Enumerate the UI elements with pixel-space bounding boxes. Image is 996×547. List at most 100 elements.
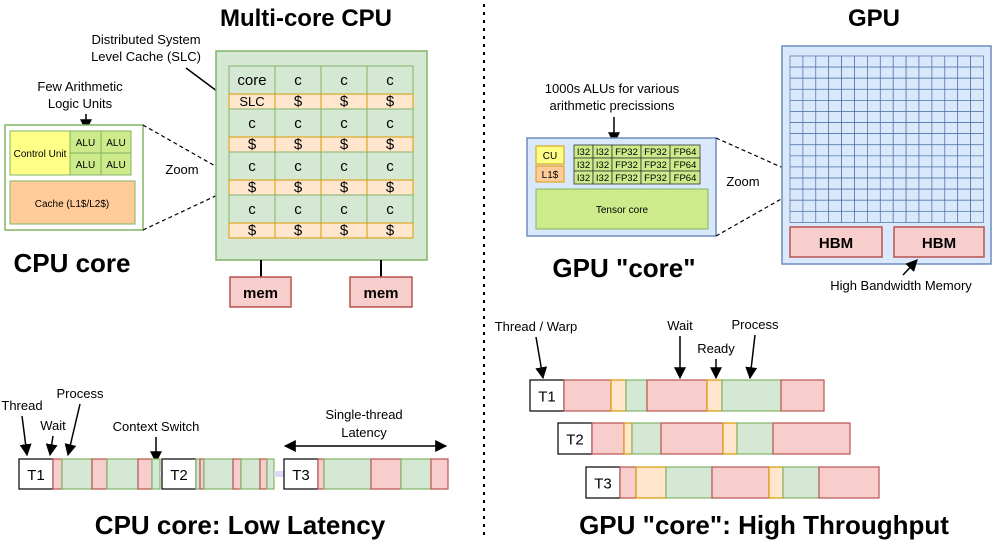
gpu-title: GPU bbox=[848, 5, 900, 32]
gpu-sm-cell bbox=[931, 88, 946, 101]
hbm-label-2: HBM bbox=[922, 235, 956, 252]
tensor-core-block bbox=[535, 188, 709, 230]
gpu-sm-cell bbox=[854, 210, 868, 223]
gpu-zoom-label: Zoom bbox=[726, 174, 759, 189]
gpu-sm-cell bbox=[918, 88, 933, 101]
gpu-sm-cell bbox=[957, 144, 971, 157]
gpu-thread-arrow bbox=[535, 336, 548, 380]
gpu-sm-cell bbox=[789, 199, 804, 212]
gpu-sm-cell bbox=[931, 66, 946, 79]
wait-segment bbox=[619, 466, 637, 499]
gpu-sm-cell bbox=[970, 111, 984, 123]
context-switch-label: Context Switch bbox=[113, 419, 200, 434]
process-segment bbox=[195, 458, 201, 490]
wait-segment bbox=[660, 422, 724, 455]
process-segment bbox=[721, 379, 782, 412]
gpu-sm-cell bbox=[841, 177, 855, 190]
gpu-sm-cell bbox=[828, 166, 842, 179]
gpu-sm-cell bbox=[905, 199, 920, 212]
gpu-alu-label: FP32 bbox=[615, 160, 638, 171]
gpu-sm-cell bbox=[802, 55, 817, 68]
cache-cell-label: $ bbox=[294, 93, 303, 110]
gpu-core-title: GPU "core" bbox=[552, 253, 695, 283]
gpu-zoom-line-top bbox=[715, 137, 791, 172]
process-segment bbox=[266, 458, 275, 490]
wait-segment bbox=[232, 458, 242, 490]
gpu-sm-cell bbox=[802, 166, 817, 179]
thread-id-box bbox=[161, 458, 197, 490]
gpu-sm-cell bbox=[892, 77, 907, 90]
gpu-sm-cell bbox=[867, 100, 881, 112]
wait-segment bbox=[430, 458, 449, 490]
gpu-sm-cell bbox=[854, 188, 868, 201]
gpu-sm-cell bbox=[957, 177, 971, 190]
gpu-alu-label: I32 bbox=[596, 147, 609, 158]
gpu-sm-cell bbox=[892, 188, 907, 201]
gpu-sm-cell bbox=[841, 55, 855, 68]
core-cell-label: c bbox=[340, 201, 348, 218]
cpu-zoom-line-bottom bbox=[142, 191, 225, 231]
gpu-sm-cell bbox=[815, 111, 830, 123]
wait-segment bbox=[199, 458, 205, 490]
hbm-annotation: High Bandwidth Memory bbox=[830, 278, 972, 293]
gpu-sm-cell bbox=[789, 122, 804, 135]
gpu-sm-cell bbox=[957, 77, 971, 90]
cpu-bottom-title: CPU core: Low Latency bbox=[95, 510, 386, 540]
core-cell-label: c bbox=[248, 201, 256, 218]
gpu-sm-cell bbox=[828, 210, 842, 223]
process-segment bbox=[782, 466, 820, 499]
gpu-alu-label: I32 bbox=[596, 173, 609, 184]
control-unit-label: Control Unit bbox=[14, 149, 67, 160]
thread-id-label: T3 bbox=[292, 467, 310, 484]
cache-cell-label: $ bbox=[294, 136, 303, 153]
gpu-cu-block bbox=[535, 145, 565, 165]
gpu-sm-cell bbox=[815, 100, 830, 112]
gpu-sm-cell bbox=[957, 155, 971, 168]
gpu-sm-cell bbox=[918, 188, 933, 201]
gpu-sm-grid bbox=[789, 55, 984, 223]
gpu-sm-cell bbox=[931, 122, 946, 135]
mem-block-1 bbox=[229, 276, 292, 308]
gpu-sm-cell bbox=[957, 66, 971, 79]
core-cell-label: c bbox=[340, 72, 348, 89]
gpu-sm-cell bbox=[854, 144, 868, 157]
gpu-sm-cell bbox=[931, 188, 946, 201]
wait-segment bbox=[780, 379, 825, 412]
cache-cell-label: $ bbox=[248, 222, 257, 239]
gpu-sm-cell bbox=[879, 55, 894, 68]
gpu-alu-annotation: 1000s ALUs for various arithmetic precis… bbox=[545, 81, 680, 145]
gpu-sm-cell bbox=[789, 111, 804, 123]
gpu-sm-cell bbox=[931, 199, 946, 212]
ready-segment bbox=[768, 466, 784, 499]
process-segment bbox=[400, 458, 432, 490]
gpu-sm-cell bbox=[802, 177, 817, 190]
context-switch-segment bbox=[274, 471, 292, 477]
process-segment bbox=[736, 422, 774, 455]
gpu-sm-cell bbox=[867, 188, 881, 201]
gpu-sm-cell bbox=[841, 133, 855, 146]
gpu-sm-cell bbox=[879, 122, 894, 135]
gpu-sm-cell bbox=[879, 177, 894, 190]
wait-segment bbox=[772, 422, 851, 455]
gpu-l1-label: L1$ bbox=[542, 170, 559, 181]
gpu-sm-cell bbox=[789, 55, 804, 68]
wait-segment bbox=[646, 379, 708, 412]
cpu-wait-arrow bbox=[45, 435, 58, 457]
ready-segment bbox=[635, 466, 667, 499]
wait-segment bbox=[137, 458, 153, 490]
wait-segment bbox=[91, 458, 108, 490]
cpu-title: Multi-core CPU bbox=[220, 5, 392, 32]
gpu-sm-cell bbox=[970, 100, 984, 112]
gpu-sm-cell bbox=[970, 133, 984, 146]
core-cell bbox=[366, 65, 414, 95]
gpu-sm-cell bbox=[841, 88, 855, 101]
gpu-l1-block bbox=[535, 165, 565, 183]
gpu-alu-label: FP32 bbox=[615, 147, 638, 158]
control-unit-block bbox=[9, 130, 71, 176]
gpu-sm-cell bbox=[879, 66, 894, 79]
mem-block-2 bbox=[349, 276, 413, 308]
gpu-sm-cell bbox=[879, 88, 894, 101]
gpu-sm-cell bbox=[918, 100, 933, 112]
gpu-sm-cell bbox=[841, 122, 855, 135]
